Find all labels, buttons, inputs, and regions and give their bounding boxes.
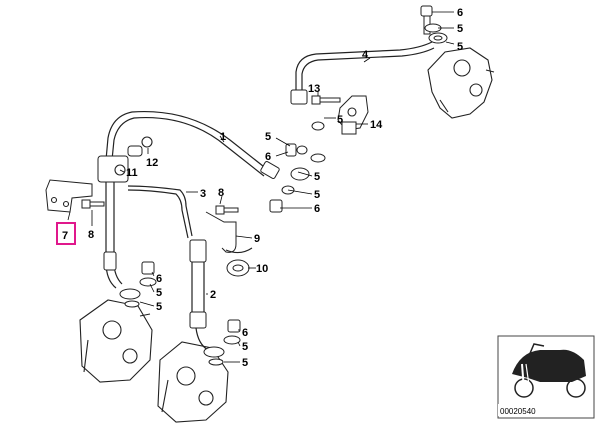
callout-14: 14 bbox=[370, 119, 383, 131]
callout-6: 6 bbox=[265, 151, 271, 163]
callout-7-highlight bbox=[56, 222, 76, 245]
banjo-bolt-top bbox=[420, 5, 448, 44]
leader-lines bbox=[67, 11, 455, 363]
bolt-8-right bbox=[215, 205, 239, 215]
banjo-bolt-right bbox=[203, 319, 241, 366]
callout-6: 6 bbox=[314, 203, 320, 215]
brake-hose-4 bbox=[290, 41, 435, 105]
callout-6: 6 bbox=[242, 327, 248, 339]
bolt-8-left bbox=[81, 199, 105, 209]
callout-8: 8 bbox=[218, 187, 224, 199]
front-brake-caliper-upper bbox=[427, 47, 495, 119]
bracket-9 bbox=[205, 211, 253, 254]
callout-4: 4 bbox=[362, 49, 369, 61]
brake-pipe-3 bbox=[127, 185, 193, 239]
callout-7: 7 bbox=[62, 230, 68, 242]
callout-11: 11 bbox=[126, 167, 138, 179]
motorcycle-inset: 00020540 bbox=[497, 335, 595, 419]
grommet-10 bbox=[226, 259, 250, 277]
callout-1: 1 bbox=[220, 131, 226, 143]
callout-5: 5 bbox=[156, 287, 162, 299]
distributor-11 bbox=[97, 136, 153, 183]
callout-5: 5 bbox=[457, 23, 463, 35]
callout-5: 5 bbox=[457, 41, 463, 53]
front-brake-caliper-right bbox=[157, 341, 229, 423]
banjo-fitting-mid bbox=[269, 143, 326, 213]
brake-hose-left bbox=[103, 182, 123, 289]
callout-10: 10 bbox=[256, 263, 268, 275]
bracket-7 bbox=[45, 179, 93, 213]
callout-5: 5 bbox=[242, 357, 248, 369]
callout-13: 13 bbox=[308, 83, 320, 95]
callout-2: 2 bbox=[210, 289, 216, 301]
callout-12: 12 bbox=[146, 157, 158, 169]
callout-5: 5 bbox=[265, 131, 271, 143]
brake-hose-2 bbox=[189, 239, 209, 351]
callout-6: 6 bbox=[156, 273, 162, 285]
callout-3: 3 bbox=[200, 188, 206, 200]
brake-line-distributor-14 bbox=[337, 95, 369, 135]
callout-5: 5 bbox=[242, 341, 248, 353]
banjo-bolt-left bbox=[119, 261, 157, 308]
bolt-13 bbox=[311, 95, 341, 105]
callout-8: 8 bbox=[88, 229, 94, 241]
washer-5-upper bbox=[311, 121, 325, 131]
brake-pipe-1 bbox=[105, 110, 280, 179]
callout-6: 6 bbox=[457, 7, 463, 19]
callout-5: 5 bbox=[314, 171, 320, 183]
callout-9: 9 bbox=[254, 233, 260, 245]
callout-5: 5 bbox=[314, 189, 320, 201]
callout-5: 5 bbox=[156, 301, 162, 313]
front-brake-caliper-left bbox=[79, 299, 153, 383]
inset-code: 00020540 bbox=[500, 407, 536, 416]
callout-5: 5 bbox=[337, 114, 343, 126]
